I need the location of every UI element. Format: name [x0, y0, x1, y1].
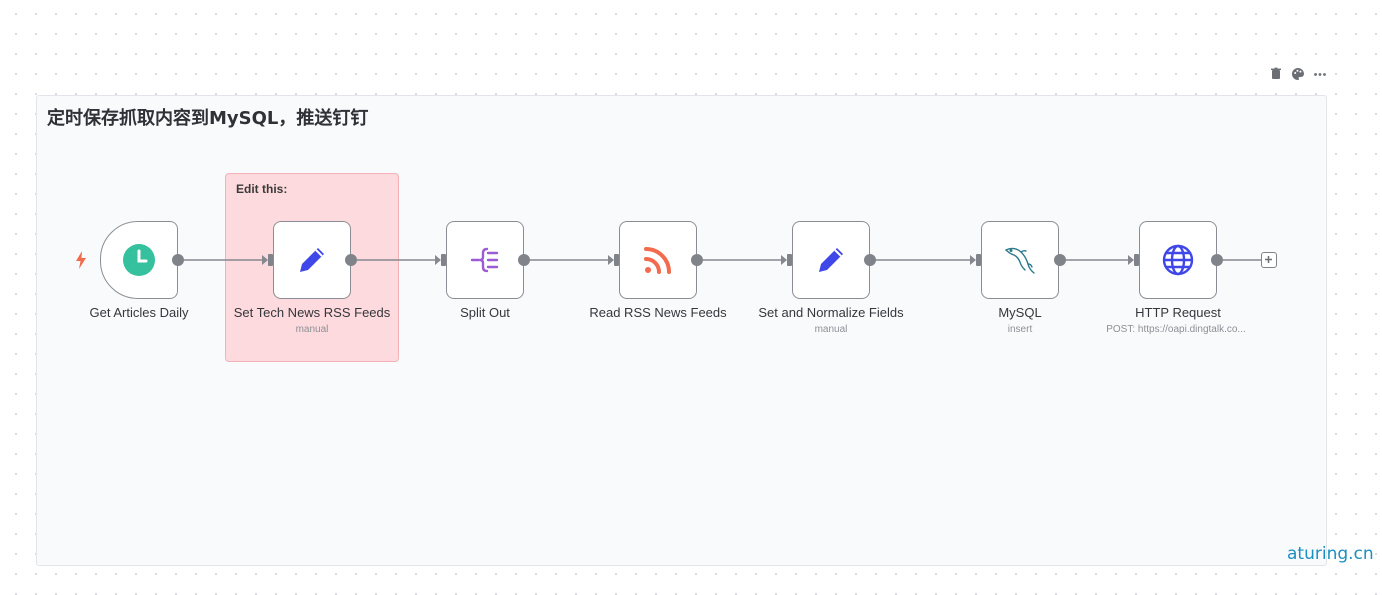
output-handle[interactable] — [1054, 254, 1066, 266]
arrow-head — [1128, 255, 1134, 265]
output-handle[interactable] — [691, 254, 703, 266]
node-mysql[interactable] — [981, 221, 1059, 299]
node-set-and-normalize-fields[interactable] — [792, 221, 870, 299]
node-label: HTTP Request — [1135, 305, 1221, 320]
sticky-title: 定时保存抓取内容到MySQL，推送钉钉 — [47, 108, 369, 129]
edit-note-text: Edit this: — [236, 182, 288, 196]
node-http-request[interactable] — [1139, 221, 1217, 299]
more-icon[interactable] — [1312, 66, 1328, 82]
output-handle[interactable] — [864, 254, 876, 266]
add-node-button[interactable] — [1261, 252, 1277, 268]
node-label: Get Articles Daily — [89, 305, 189, 320]
input-handle[interactable] — [976, 254, 981, 266]
node-label: Read RSS News Feeds — [589, 305, 727, 320]
input-handle[interactable] — [441, 254, 446, 266]
pencil-icon — [813, 242, 849, 278]
node-label: Split Out — [460, 305, 510, 320]
node-label: Set Tech News RSS Feeds — [233, 305, 391, 320]
node-sublabel: insert — [1007, 324, 1033, 335]
output-handle[interactable] — [172, 254, 184, 266]
input-handle[interactable] — [787, 254, 792, 266]
input-handle[interactable] — [614, 254, 619, 266]
node-label: Set and Normalize Fields — [758, 305, 904, 320]
sticky-toolbar — [1268, 66, 1330, 82]
node-set-tech-news-rss-feeds[interactable] — [273, 221, 351, 299]
arrow-head — [608, 255, 614, 265]
output-handle[interactable] — [518, 254, 530, 266]
arrow-head — [781, 255, 787, 265]
trigger-bolt-icon — [74, 250, 88, 270]
arrow-head — [262, 255, 268, 265]
node-sublabel: POST: https://oapi.dingtalk.co... — [1106, 324, 1246, 335]
rss-icon — [640, 242, 676, 278]
node-get-articles-daily[interactable] — [100, 221, 178, 299]
output-handle[interactable] — [345, 254, 357, 266]
split-icon — [467, 242, 503, 278]
mysql-dolphin-icon — [1002, 242, 1038, 278]
pencil-icon — [294, 242, 330, 278]
input-handle[interactable] — [268, 254, 273, 266]
trash-icon[interactable] — [1268, 66, 1284, 82]
globe-icon — [1160, 242, 1196, 278]
node-split-out[interactable] — [446, 221, 524, 299]
node-sublabel: manual — [295, 324, 329, 335]
output-handle[interactable] — [1211, 254, 1223, 266]
node-sublabel: manual — [814, 324, 848, 335]
node-read-rss-news-feeds[interactable] — [619, 221, 697, 299]
clock-icon — [121, 242, 157, 278]
palette-icon[interactable] — [1290, 66, 1306, 82]
node-label: MySQL — [998, 305, 1042, 320]
arrow-head — [970, 255, 976, 265]
input-handle[interactable] — [1134, 254, 1139, 266]
arrow-head — [435, 255, 441, 265]
watermark: aturing.cn — [1287, 544, 1374, 564]
